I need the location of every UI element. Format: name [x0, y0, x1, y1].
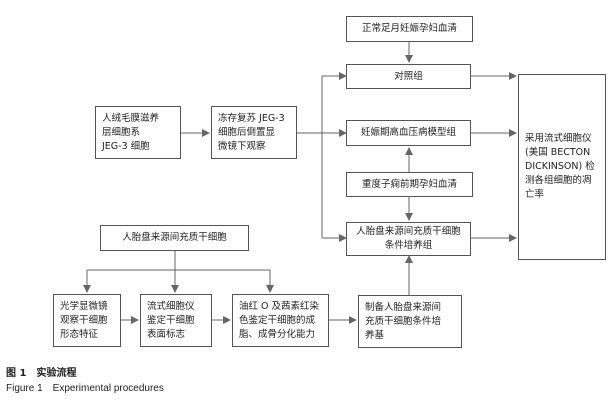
- flow-cytometry-box: 采用流式细胞仪 (美国 BECTON DICKINSON) 检 测各组细胞的凋 …: [518, 74, 606, 260]
- cell-line-label: 人绒毛膜滋养 层细胞系 JEG-3 细胞: [102, 112, 160, 152]
- control-group-label: 对照组: [394, 70, 423, 82]
- control-group-box: 对照组: [346, 64, 471, 89]
- figure-caption-en: Figure 1 Experimental procedures: [6, 383, 164, 394]
- thaw-observe-box: 冻存复苏 JEG-3 细胞后倒置显 微镜下观察: [211, 106, 297, 159]
- model-group-box: 妊娠期高血压病模型组: [346, 120, 471, 146]
- prepare-medium-label: 制备人胎盘来源间 充质干细胞条件培 养基: [365, 301, 442, 341]
- flow-cytometry-label: 采用流式细胞仪 (美国 BECTON DICKINSON) 检 测各组细胞的凋 …: [525, 133, 595, 200]
- staining-box: 油红 O 及茜素红染 色鉴定干细胞的成 脂、成骨分化能力: [232, 294, 329, 347]
- thaw-observe-label: 冻存复苏 JEG-3 细胞后倒置显 微镜下观察: [218, 112, 285, 152]
- optical-microscope-label: 光学显微镜 观察干细胞 形态特征: [60, 300, 108, 340]
- cell-line-box: 人绒毛膜滋养 层细胞系 JEG-3 细胞: [95, 106, 181, 159]
- optical-microscope-box: 光学显微镜 观察干细胞 形态特征: [53, 294, 121, 347]
- normal-serum-box: 正常足月妊娠孕妇血清: [346, 16, 473, 42]
- staining-label: 油红 O 及茜素红染 色鉴定干细胞的成 脂、成骨分化能力: [239, 300, 320, 340]
- stem-cell-label: 人胎盘来源间充质干细胞: [122, 232, 227, 243]
- flow-identification-box: 流式细胞仪 鉴定干细胞 表面标志: [140, 294, 212, 347]
- severe-serum-box: 重度子痫前期孕妇血清: [346, 172, 473, 197]
- conditioned-group-box: 人胎盘来源间充质干细胞 条件培养组: [346, 222, 471, 256]
- prepare-medium-box: 制备人胎盘来源间 充质干细胞条件培 养基: [358, 295, 462, 348]
- normal-serum-label: 正常足月妊娠孕妇血清: [361, 23, 457, 34]
- conditioned-group-label: 人胎盘来源间充质干细胞 条件培养组: [356, 226, 461, 251]
- model-group-label: 妊娠期高血压病模型组: [360, 127, 456, 138]
- figure-caption-cn: 图 1 实验流程: [6, 368, 77, 379]
- flow-identification-label: 流式细胞仪 鉴定干细胞 表面标志: [147, 300, 195, 340]
- stem-cell-box: 人胎盘来源间充质干细胞: [100, 225, 249, 251]
- severe-serum-label: 重度子痫前期孕妇血清: [361, 178, 457, 190]
